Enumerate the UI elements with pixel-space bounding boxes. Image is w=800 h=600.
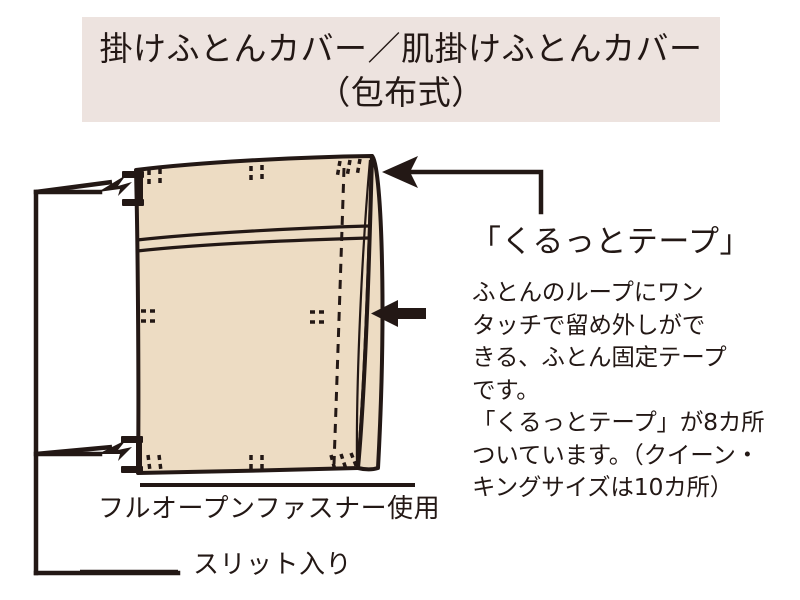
slit-caption: スリット入り — [193, 550, 353, 580]
slit-marker-bottom — [121, 436, 143, 473]
cover-body — [134, 154, 385, 475]
slit-arrowheads — [98, 175, 132, 461]
tape-callout-body: ふとんのループにワン タッチで留め外しがで きる、ふとん固定テープ です。 「く… — [472, 276, 792, 504]
slit-arrow-shafts — [35, 179, 113, 457]
title-line-2: （包布式） — [317, 72, 485, 112]
tape-body-line-2: タッチで留め外しがで — [472, 310, 705, 339]
zipper-caption: フルオープンファスナー使用 — [98, 494, 441, 524]
title-line-1: 掛けふとんカバー／肌掛けふとんカバー — [99, 28, 703, 68]
tape-body-line-6: ついています。（クイーン・ — [472, 440, 759, 469]
tape-leader-line — [400, 169, 544, 215]
tape-body-line-3: きる、ふとん固定テープ — [472, 343, 727, 371]
cover-band-inner-edge — [355, 159, 372, 467]
tape-body-line-5: 「くるっとテープ」が8カ所 — [472, 408, 765, 436]
cover-side-band — [356, 154, 385, 472]
tape-callout-heading: 「くるっとテープ」 — [470, 224, 752, 260]
slit-marker-top — [122, 171, 144, 206]
tape-markers — [141, 158, 362, 472]
stitch-line-right — [332, 167, 346, 465]
tape-body-line-7: キングサイズは10カ所） — [472, 473, 734, 501]
tape-arrowhead-top — [382, 156, 418, 188]
tape-body-line-1: ふとんのループにワン — [472, 278, 704, 306]
title-banner: 掛けふとんカバー／肌掛けふとんカバー （包布式） — [82, 17, 720, 122]
tape-body-line-4: です。 — [472, 375, 540, 404]
tape-arrow-middle — [371, 300, 426, 327]
